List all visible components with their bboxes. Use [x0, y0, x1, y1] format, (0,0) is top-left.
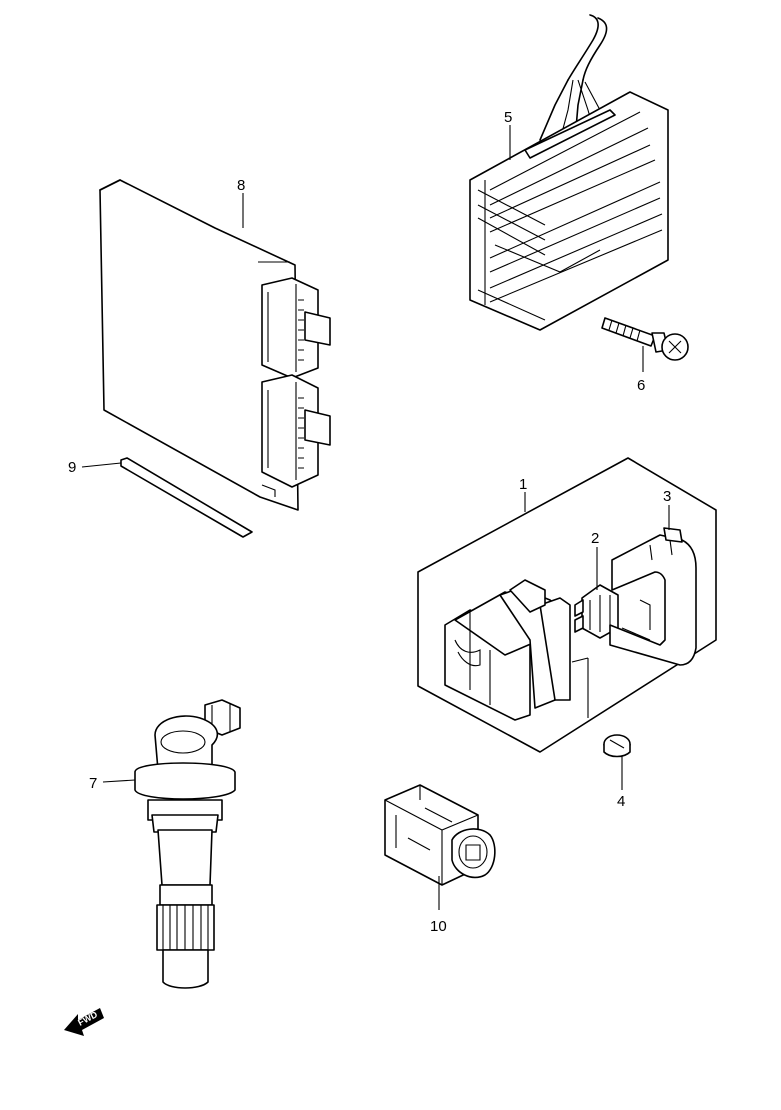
pad-strip	[120, 457, 253, 538]
small-bolt	[603, 734, 631, 758]
callout-6: 6	[637, 377, 645, 394]
callout-10: 10	[430, 918, 447, 935]
callout-1: 1	[519, 476, 527, 493]
ignition-coil	[134, 699, 241, 989]
callout-2: 2	[591, 530, 599, 547]
callout-3: 3	[663, 488, 671, 505]
starter-relay	[444, 579, 571, 721]
ecu-unit	[99, 179, 331, 511]
callout-4: 4	[617, 793, 625, 810]
fwd-arrow-icon: FWD	[64, 1008, 104, 1036]
connector-plug	[384, 784, 496, 886]
leader-line-1b	[571, 657, 589, 718]
callout-7: 7	[89, 775, 97, 792]
regulator-rectifier	[469, 14, 669, 331]
relay-kit-outline	[417, 457, 717, 753]
leader-line-9	[81, 462, 122, 468]
leader-line-7	[102, 779, 136, 783]
fuse	[574, 584, 619, 639]
callout-9: 9	[68, 459, 76, 476]
callout-5: 5	[504, 109, 512, 126]
bolt	[601, 317, 689, 361]
callout-8: 8	[237, 177, 245, 194]
relay-cover	[609, 527, 697, 666]
